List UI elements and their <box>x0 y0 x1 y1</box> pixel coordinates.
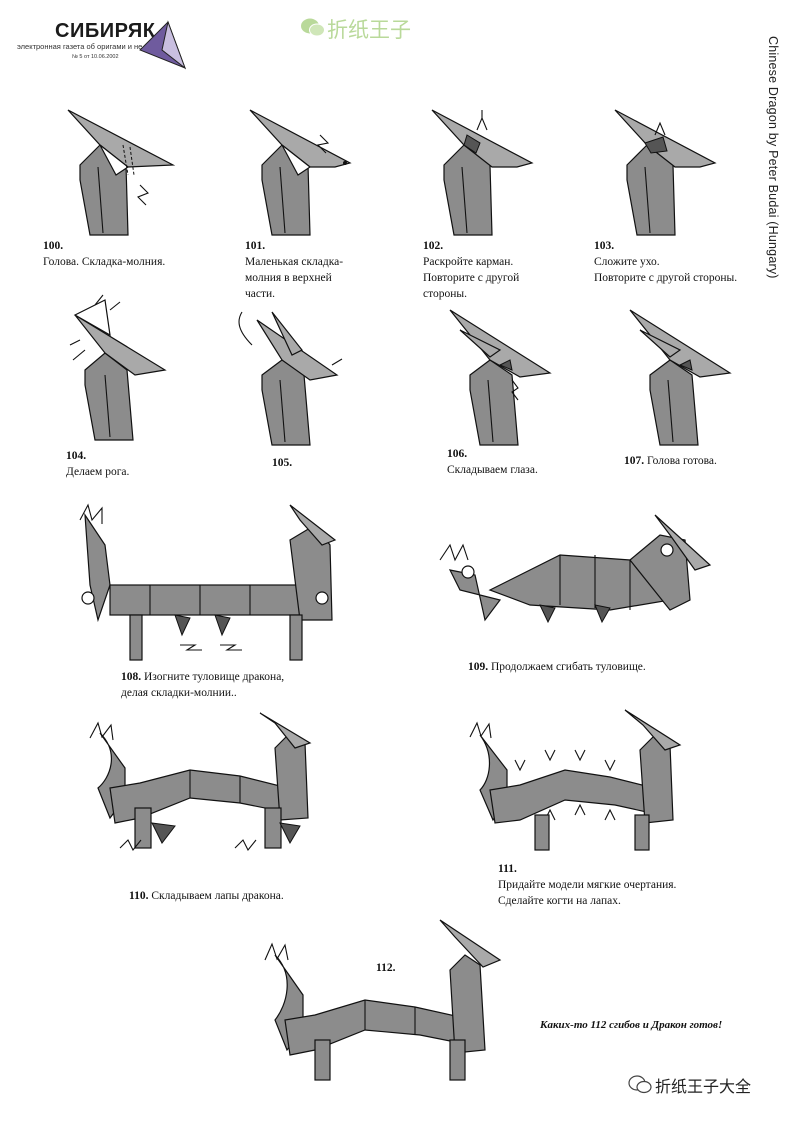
diagram-step-104 <box>69 294 167 441</box>
step-number: 103. <box>594 240 615 252</box>
logo-subtitle: электронная газета об оригами и не тольк… <box>17 42 168 51</box>
diagram-step-107 <box>629 309 732 446</box>
step-text-3: части. <box>245 288 276 300</box>
diagram-step-108 <box>79 503 337 661</box>
step-text: Сложите ухо. <box>594 256 660 268</box>
caption-step-112: 112. <box>376 960 396 976</box>
logo-title: СИБИРЯК <box>55 20 156 42</box>
wechat-icon <box>301 18 325 37</box>
caption-step-109: 109. Продолжаем сгибать туловище. <box>468 659 646 675</box>
step-number: 101. <box>245 240 266 252</box>
logo-issue: № 5 от 10.06.2002 <box>72 54 119 60</box>
step-text: Складываем глаза. <box>447 464 538 476</box>
step-text-2: делая складки-молнии.. <box>121 687 237 699</box>
brand-watermark: 折纸王子 <box>327 18 411 42</box>
step-number: 104. <box>66 450 87 462</box>
caption-step-103: 103. Сложите ухо. Повторите с другой сто… <box>594 238 737 286</box>
caption-step-104: 104. Делаем рога. <box>66 448 129 480</box>
step-text: Придайте модели мягкие очертания. <box>498 879 677 891</box>
caption-step-108: 108. Изогните туловище дракона, делая ск… <box>121 669 284 701</box>
step-text: Продолжаем сгибать туловище. <box>491 661 646 673</box>
diagram-step-103 <box>614 109 717 236</box>
step-number: 106. <box>447 448 468 460</box>
step-number: 100. <box>43 240 64 252</box>
logo-crane-icon <box>139 20 187 70</box>
step-number: 108. <box>121 671 142 683</box>
caption-step-102: 102. Раскройте карман. Повторите с друго… <box>423 238 519 302</box>
step-number: 112. <box>376 962 396 974</box>
footer-brand: 折纸王子大全 <box>655 1077 752 1096</box>
step-number: 107. <box>624 455 645 467</box>
final-note: Каких-то 112 сгибов и Дракон готов! <box>540 1019 723 1031</box>
step-text-3: стороны. <box>423 288 467 300</box>
diagram-step-100 <box>67 109 176 236</box>
step-number: 109. <box>468 661 489 673</box>
step-text: Голова готова. <box>647 455 717 467</box>
caption-step-110: 110. Складываем лапы дракона. <box>129 888 284 904</box>
step-text-2: Повторите с другой стороны. <box>594 272 738 284</box>
step-text: Делаем рога. <box>66 466 130 478</box>
wechat-icon <box>628 1075 652 1094</box>
step-number: 110. <box>129 890 149 902</box>
caption-step-106: 106. Складываем глаза. <box>447 446 538 478</box>
diagram-step-102 <box>431 109 534 236</box>
diagram-step-112 <box>264 919 502 1081</box>
diagram-step-109 <box>439 514 712 624</box>
diagram-step-110 <box>89 712 312 852</box>
caption-step-111: 111. Придайте модели мягкие очертания. С… <box>498 861 676 909</box>
diagram-step-101 <box>249 109 352 236</box>
side-credit: Chinese Dragon by Peter Budai (Hungary) <box>766 36 780 279</box>
step-text: Изогните туловище дракона, <box>144 671 285 683</box>
step-number: 111. <box>498 863 517 875</box>
caption-step-100: 100. Голова. Складка-молния. <box>43 238 165 270</box>
caption-step-101: 101. Маленькая складка- молния в верхней… <box>245 238 343 302</box>
caption-step-107: 107. Голова готова. <box>624 453 717 469</box>
step-text-2: Сделайте когти на лапах. <box>498 895 621 907</box>
step-text: Голова. Складка-молния. <box>43 256 166 268</box>
step-text: Складываем лапы дракона. <box>151 890 284 902</box>
step-text: Раскройте карман. <box>423 256 514 268</box>
step-text: Маленькая складка- <box>245 256 344 268</box>
diagram-step-111 <box>469 709 682 851</box>
step-text-2: молния в верхней <box>245 272 332 284</box>
step-text-2: Повторите с другой <box>423 272 520 284</box>
diagram-step-106 <box>449 309 552 446</box>
step-number: 105. <box>272 457 293 469</box>
diagram-step-105 <box>238 311 343 446</box>
step-number: 102. <box>423 240 444 252</box>
caption-step-105: 105. <box>272 455 292 471</box>
